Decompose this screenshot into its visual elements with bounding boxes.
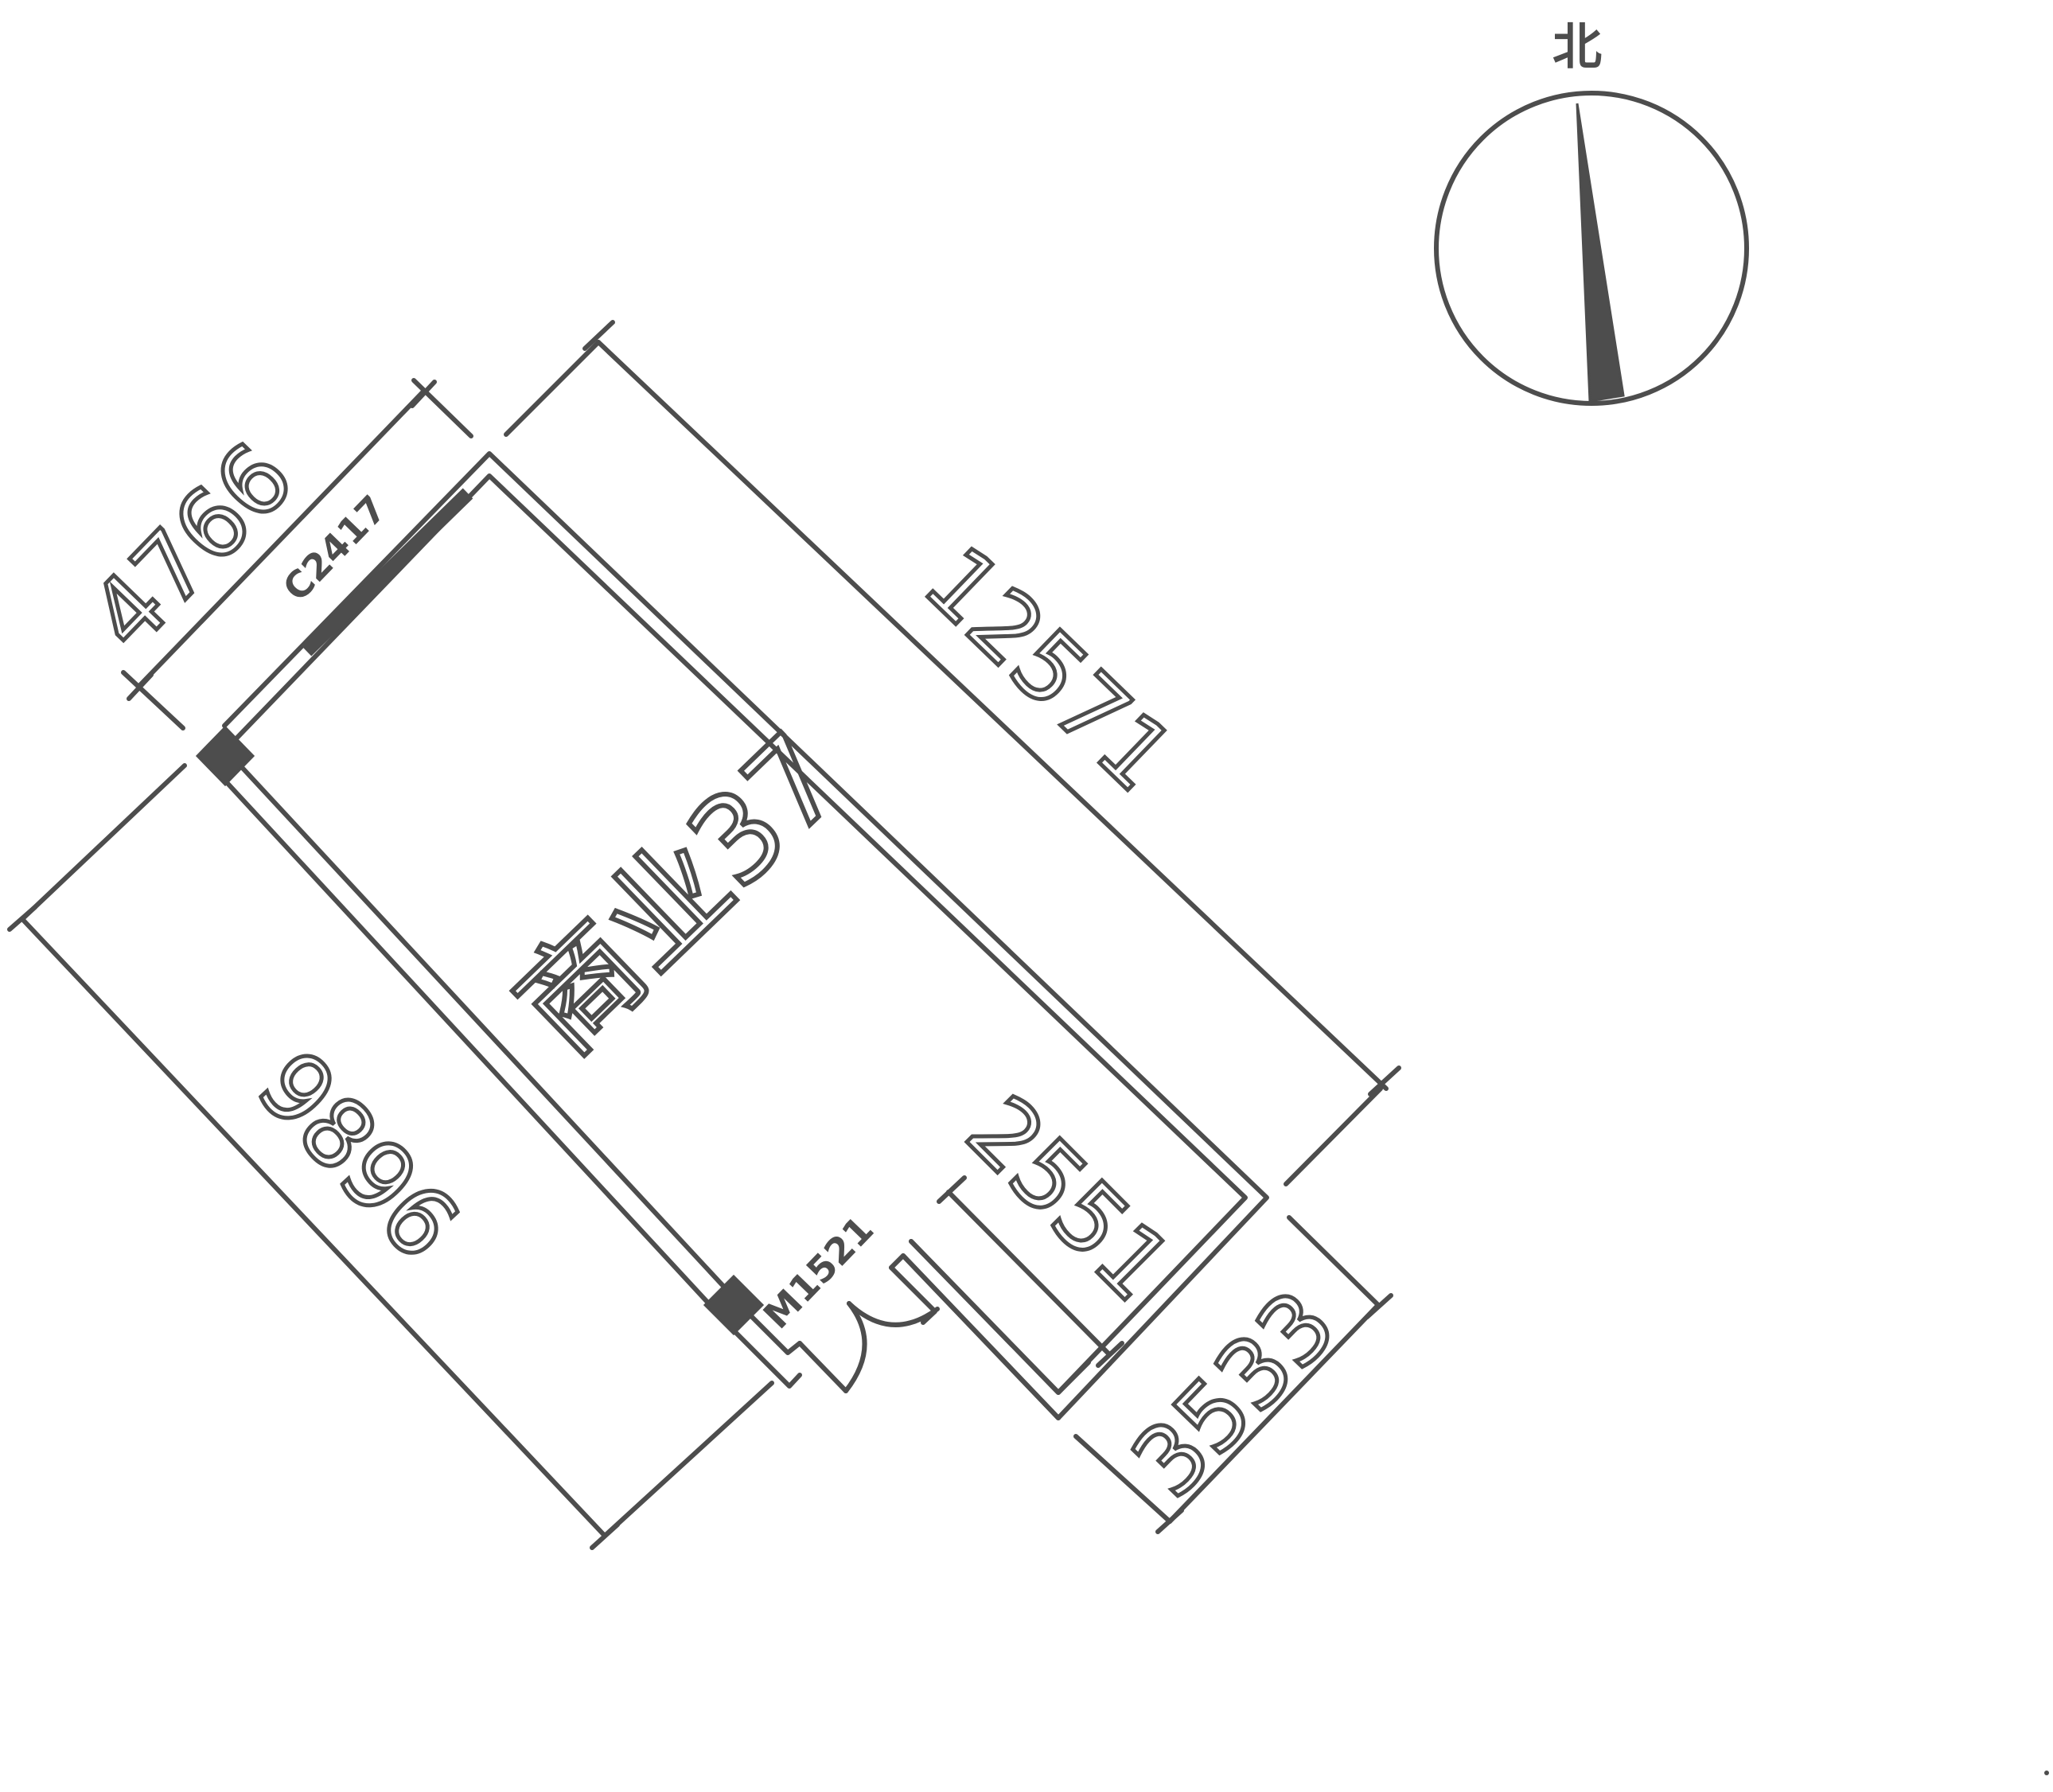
- north-label: 北: [1552, 18, 1602, 76]
- dim-ext-4766-a: [121, 670, 185, 730]
- dim-tick-3533-a: [1155, 1508, 1184, 1534]
- door-swing-arc-a: [843, 1301, 867, 1393]
- dimension-lines: [7, 320, 1401, 1550]
- dim-line-3533: [1167, 1303, 1381, 1524]
- window-c2417: [301, 488, 473, 656]
- dim-tick-12571-a: [582, 320, 615, 351]
- dim-ext-9896-b: [602, 1381, 774, 1538]
- north-needle-icon: [1576, 103, 1625, 403]
- dim-ext-12571-b: [1284, 1086, 1383, 1186]
- stray-dot: [2044, 1771, 2049, 1775]
- door-m1521: [797, 1301, 940, 1393]
- dim-tick-12571-b: [1368, 1065, 1401, 1097]
- dim-ext-12571-a: [504, 340, 601, 437]
- dim-tick-4766-a: [127, 672, 154, 701]
- pocket-wall-inner: [909, 1239, 1091, 1395]
- door-label: M1521: [755, 1208, 882, 1338]
- left-wall-inner: [236, 762, 754, 1319]
- column-top-left: [195, 725, 255, 787]
- dim-line-9896: [20, 917, 607, 1538]
- north-circle: [1434, 91, 1749, 406]
- dim-line-4766: [137, 389, 426, 688]
- dim-tick-9896-b: [590, 1522, 620, 1550]
- dim-tick-4766-b: [410, 380, 437, 408]
- dim-line-2551: [946, 1190, 1112, 1357]
- dim-ext-3533-b: [1287, 1215, 1381, 1307]
- door-swing-arc-b: [847, 1301, 940, 1327]
- north-arrow: 北: [1434, 18, 1749, 406]
- dim-tick-2551-a: [937, 1175, 967, 1204]
- dim-tick-9896-a: [7, 905, 37, 932]
- dim-line-12571: [596, 340, 1389, 1091]
- pocket-wall-outer: [901, 1253, 1061, 1420]
- dim-ext-3533-a: [1073, 1434, 1172, 1524]
- dim-tick-3533-b: [1365, 1293, 1393, 1319]
- door-leaf: [797, 1341, 848, 1393]
- left-wall-outer: [211, 765, 736, 1333]
- room-name: 商业37: [492, 708, 869, 1079]
- door-jamb-left: [750, 1315, 802, 1355]
- dim-tick-2551-b: [1096, 1341, 1124, 1368]
- column-bottom: [703, 1274, 765, 1336]
- dim-text-9896: 9896: [236, 1030, 480, 1280]
- door-jamb-left-outer: [731, 1328, 802, 1389]
- outer-wall: [222, 451, 1269, 1420]
- dim-ext-4766-b: [411, 378, 473, 438]
- dim-ext-9896-a: [20, 763, 187, 921]
- dim-text-3533: 3533: [1112, 1270, 1357, 1518]
